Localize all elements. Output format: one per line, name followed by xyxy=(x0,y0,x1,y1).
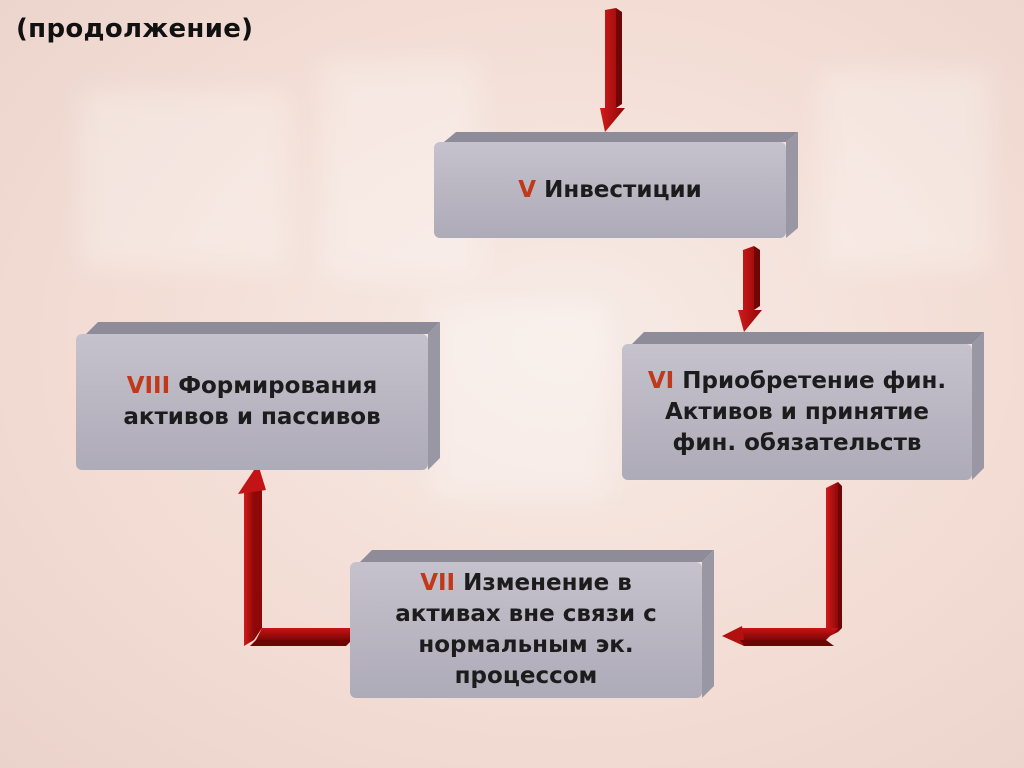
step-label: Приобретение фин. Активов и принятие фин… xyxy=(664,367,947,456)
arrow-v-to-vi xyxy=(738,246,762,332)
arrow-into-v xyxy=(600,8,625,132)
step-numeral: VI xyxy=(647,367,675,394)
box-viii-shape xyxy=(76,322,440,470)
step-label: Инвестиции xyxy=(544,176,702,203)
background-tile xyxy=(80,90,290,270)
arrow-vi-to-vii xyxy=(722,482,842,646)
background-tile xyxy=(820,70,990,270)
step-numeral: VII xyxy=(420,570,456,596)
box-vii-text: VII Изменение в активах вне связи с норм… xyxy=(368,568,684,692)
box-vi: VI Приобретение фин. Активов и принятие … xyxy=(622,344,972,480)
box-vi-shape xyxy=(622,332,984,480)
box-vii-shape xyxy=(350,550,714,698)
box-v-text: V Инвестиции xyxy=(518,175,701,206)
background-tile xyxy=(430,300,610,500)
box-viii-text: VIII Формирования активов и пассивов xyxy=(94,371,410,433)
step-label: Изменение в активах вне связи с нормальн… xyxy=(395,570,657,689)
box-vi-text: VI Приобретение фин. Активов и принятие … xyxy=(640,366,954,459)
box-viii: VIII Формирования активов и пассивов xyxy=(76,334,428,470)
page-title: (продолжение) xyxy=(16,14,254,44)
step-label: Формирования активов и пассивов xyxy=(123,373,381,430)
step-numeral: VIII xyxy=(126,373,171,399)
box-v: V Инвестиции xyxy=(434,142,786,238)
box-v-shape xyxy=(434,132,798,238)
box-vii: VII Изменение в активах вне связи с норм… xyxy=(350,562,702,698)
arrow-vii-to-viii xyxy=(238,464,352,646)
step-numeral: V xyxy=(518,176,537,203)
